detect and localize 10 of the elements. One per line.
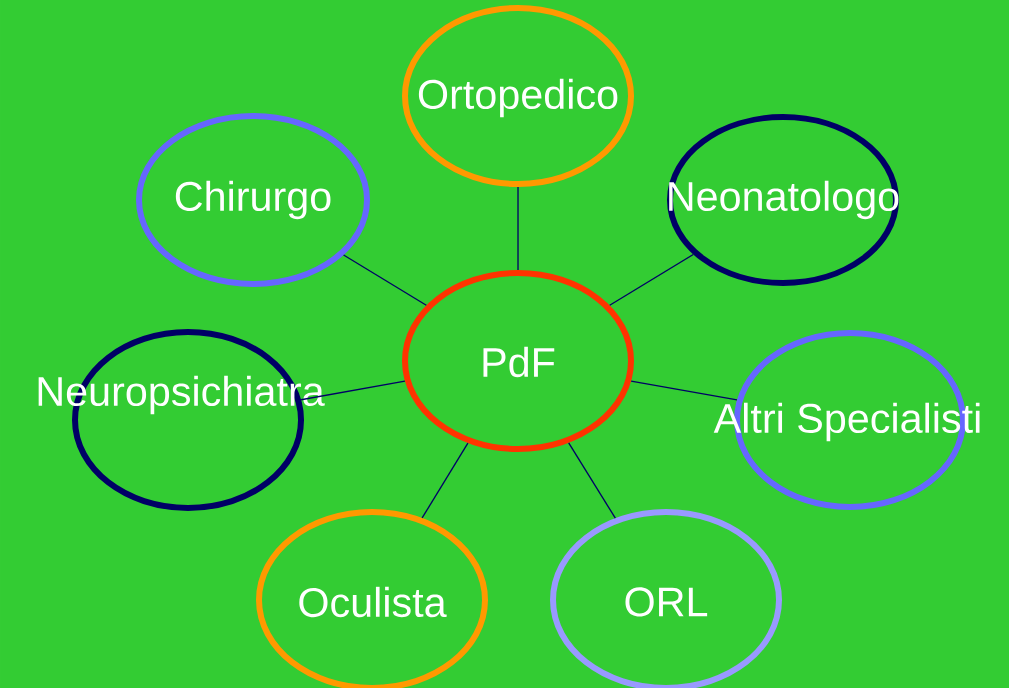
ellipse-node: Ortopedico (402, 5, 634, 187)
connector-line (568, 442, 616, 519)
ellipse-node: PdF (402, 270, 634, 452)
connector-line (342, 254, 427, 306)
connector-line (630, 380, 738, 401)
connector-line (421, 442, 469, 519)
connector-line (609, 253, 694, 306)
connector-line (517, 186, 519, 271)
ellipse-node: Chirurgo (136, 113, 370, 287)
connector-line (300, 380, 406, 401)
